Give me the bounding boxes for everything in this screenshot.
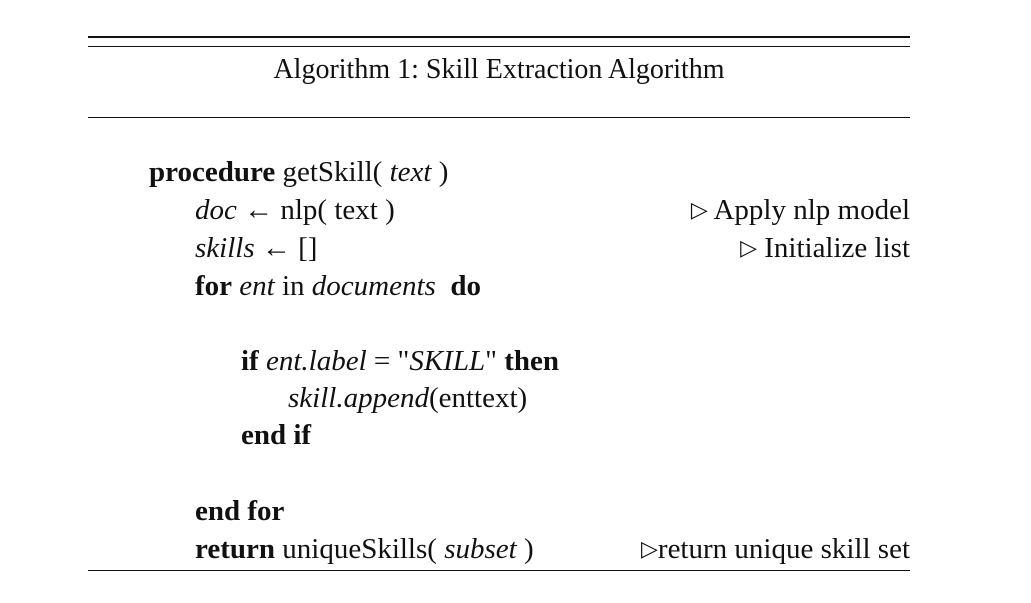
procedure-close: ) [438, 156, 449, 188]
return-close: ) [523, 533, 534, 565]
append-line: skill.append(enttext) [259, 344, 527, 452]
bottom-rule [88, 570, 910, 571]
for-collection: documents [311, 270, 436, 302]
skills-line: skills ← [] [166, 194, 317, 302]
doc-comment: ▷ Apply nlp model [662, 156, 910, 264]
append-arg: (enttext) [428, 382, 528, 414]
for-keyword: for [195, 270, 233, 302]
append-call: skill.append [288, 382, 429, 414]
procedure-arg: text [389, 156, 432, 188]
end-if-keyword: end if [241, 419, 312, 451]
top-rule-thick [88, 36, 910, 38]
do-keyword: do [450, 270, 481, 302]
skills-comment-text: Initialize list [764, 232, 910, 264]
doc-comment-text: Apply nlp model [713, 194, 910, 226]
endif-line: end if [212, 381, 311, 489]
skills-comment: ▷ Initialize list [711, 194, 910, 302]
for-in: in [281, 270, 305, 302]
comment-triangle-icon: ▷ [640, 536, 658, 561]
return-call: uniqueSkills( [282, 533, 437, 565]
if-quote-close: " [485, 345, 497, 377]
procedure-name: getSkill( [282, 156, 383, 188]
comment-triangle-icon: ▷ [740, 235, 757, 260]
top-rule-thin [88, 46, 910, 47]
comment-triangle-icon: ▷ [690, 197, 708, 222]
return-keyword: return [195, 533, 276, 565]
end-for-keyword: end for [195, 495, 285, 527]
doc-call: nlp( text ) [280, 194, 395, 226]
endfor-line: end for [166, 457, 284, 565]
for-line: for ent in documents do [166, 232, 481, 340]
return-line: return uniqueSkills( subset ) [166, 495, 534, 603]
if-keyword: if [241, 345, 259, 377]
return-comment-text: return unique skill set [657, 533, 910, 565]
for-var: ent [239, 270, 275, 302]
if-expression: ent.label [265, 345, 367, 377]
if-quote-open: " [397, 345, 410, 377]
doc-var: doc [195, 194, 237, 226]
procedure-line: procedure getSkill( text ) [120, 118, 448, 226]
if-line: if ent.label = "SKILL" then [212, 307, 559, 415]
doc-line: doc ← nlp( text ) [166, 156, 395, 264]
doc-arrow: ← [244, 194, 274, 226]
if-value: SKILL [409, 345, 486, 377]
skills-arrow: ← [261, 232, 291, 264]
then-keyword: then [504, 345, 559, 377]
algorithm-title: Algorithm 1: Skill Extraction Algorithm [273, 54, 725, 85]
return-arg: subset [444, 533, 517, 565]
if-equals: = [373, 345, 391, 377]
return-comment: ▷return unique skill set [612, 495, 910, 603]
skills-var: skills [195, 232, 255, 264]
title-rule [88, 117, 910, 118]
procedure-keyword: procedure [149, 156, 276, 188]
skills-value: [] [298, 232, 318, 264]
